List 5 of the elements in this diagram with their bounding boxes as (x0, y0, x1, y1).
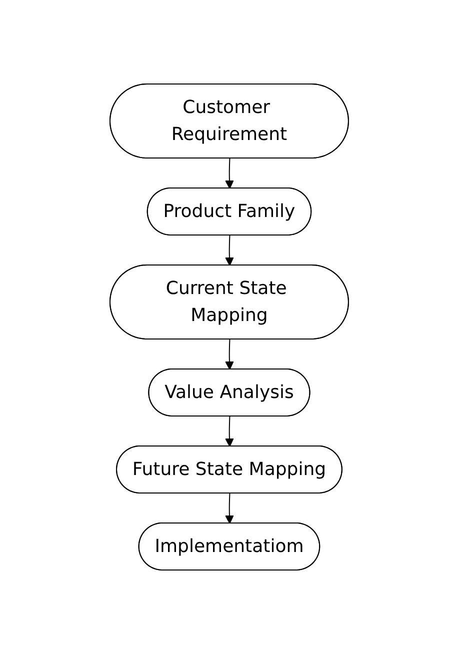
arrow (225, 492, 234, 524)
arrow (225, 338, 234, 370)
arrow (225, 234, 234, 266)
arrow (225, 416, 234, 446)
arrow (225, 158, 234, 188)
